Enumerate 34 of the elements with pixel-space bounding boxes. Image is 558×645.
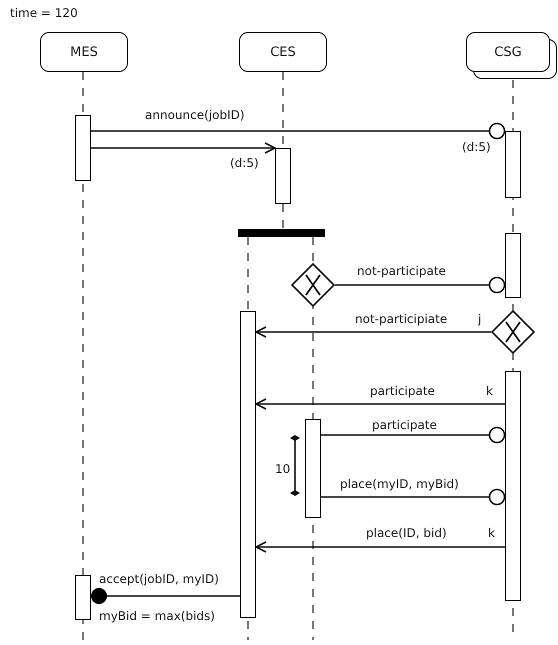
annotation-text: (d:5) xyxy=(462,140,491,154)
message-arrow xyxy=(255,541,505,553)
activation-bar xyxy=(275,148,291,204)
message-label: not-participiate xyxy=(355,312,448,326)
message-arrow xyxy=(255,326,491,338)
activation-bar xyxy=(75,575,91,620)
activation-bar xyxy=(75,115,91,181)
lifeline-head: MES xyxy=(40,32,128,72)
message-label: not-participate xyxy=(357,264,446,278)
message-label: announce(jobID) xyxy=(145,108,245,122)
activation-bar xyxy=(505,131,521,198)
message-label: place(myID, myBid) xyxy=(340,477,459,491)
activation-bar xyxy=(305,419,321,518)
annotation-text: myBid = max(bids) xyxy=(99,609,215,623)
annotation-text: k xyxy=(486,384,493,398)
message-label: place(ID, bid) xyxy=(366,526,447,540)
annotation-text: k xyxy=(488,526,495,540)
annotation-text: 10 xyxy=(275,462,290,476)
decision-diamond xyxy=(291,263,335,307)
time-label: time = 120 xyxy=(10,6,78,20)
annotation-text: j xyxy=(478,312,482,326)
lifeline xyxy=(282,204,284,229)
activation-bar xyxy=(505,371,521,601)
annotation-text: (d:5) xyxy=(230,156,259,170)
fork-bar xyxy=(238,229,325,237)
message-label: participate xyxy=(372,418,437,432)
activation-bar xyxy=(505,233,521,298)
message-arrow xyxy=(255,398,505,410)
lifeline-head: CES xyxy=(239,32,327,72)
activation-bar xyxy=(240,311,256,618)
message-label: accept(jobID, myID) xyxy=(99,572,219,586)
message-arrow xyxy=(91,142,276,154)
message-label: participate xyxy=(370,384,435,398)
decision-diamond xyxy=(491,310,535,354)
